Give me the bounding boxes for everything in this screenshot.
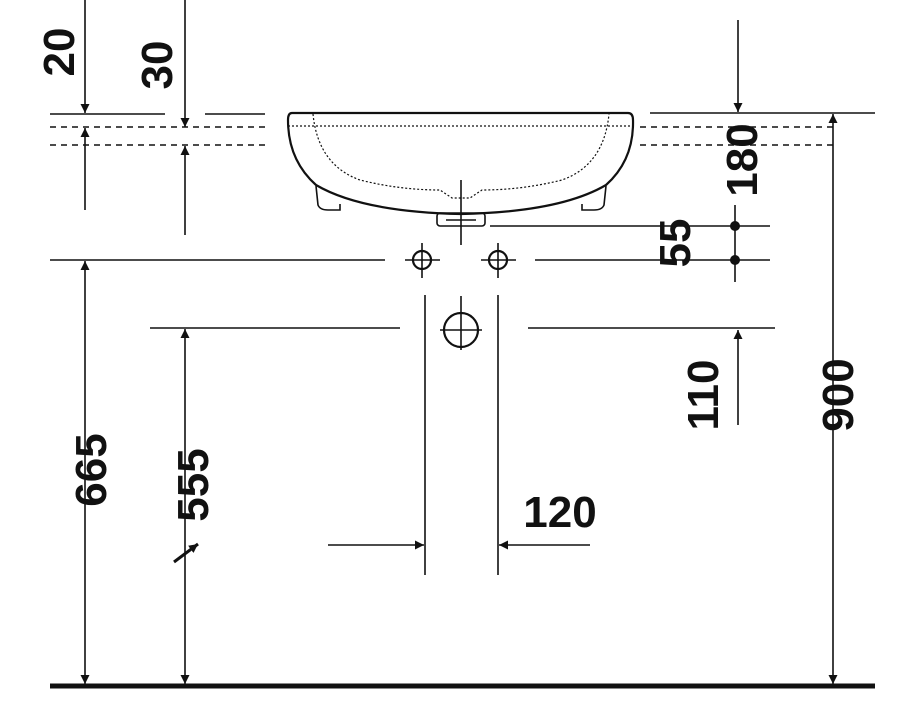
tap-hole-right: [481, 243, 516, 278]
dimension-lines: [80, 0, 838, 684]
dim-label-665: 665: [67, 433, 116, 506]
dim-label-55: 55: [651, 219, 700, 268]
dim-label-900: 900: [814, 358, 863, 431]
dim-label-120: 120: [523, 488, 596, 537]
dim-label-20: 20: [35, 28, 84, 77]
tap-hole-left: [405, 243, 440, 278]
waste-outlet: [440, 296, 482, 350]
reference-lines: [50, 112, 875, 575]
dim-label-110: 110: [679, 360, 728, 431]
dim-label-30: 30: [133, 41, 182, 90]
dim-label-555: 555: [169, 448, 218, 521]
dim-label-180: 180: [718, 123, 767, 196]
basin: [286, 111, 635, 245]
